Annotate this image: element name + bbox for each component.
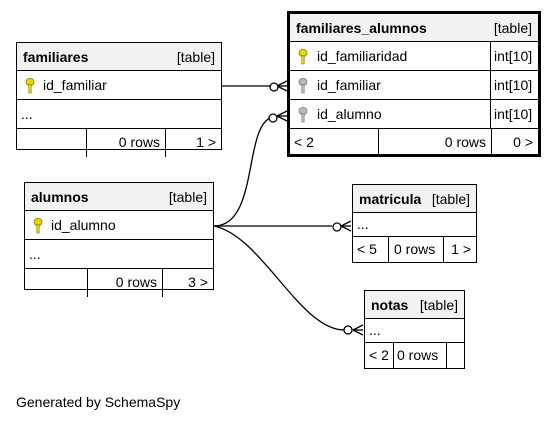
row-count: 0 rows	[86, 129, 165, 157]
zero-optional-icon	[343, 325, 353, 335]
row-count: 0 rows	[394, 343, 447, 368]
ellipsis: ...	[21, 106, 33, 122]
primary-key-icon	[25, 78, 35, 94]
parents-link[interactable]: < 5	[353, 237, 389, 262]
row-count: 0 rows	[87, 269, 162, 297]
column-name: id_familiaridad	[317, 48, 408, 64]
children-link[interactable]: 3 >	[162, 269, 213, 297]
table-footer: 0 rows 1 >	[17, 129, 221, 157]
column-row[interactable]: id_alumno int[10]	[290, 100, 538, 129]
table-familiares-alumnos[interactable]: familiares_alumnos [table] id_familiarid…	[287, 11, 541, 157]
column-name: id_alumno	[51, 217, 116, 233]
column-row[interactable]: id_familiar	[17, 71, 221, 100]
children-link[interactable]: 1 >	[451, 241, 471, 257]
table-header[interactable]: notas [table]	[365, 291, 464, 319]
crowfoot-icon	[352, 324, 364, 331]
table-name[interactable]: alumnos	[31, 189, 89, 205]
more-columns-row: ...	[365, 319, 464, 343]
table-kind: [table]	[431, 191, 470, 207]
more-columns-row: ...	[25, 240, 213, 269]
primary-key-icon	[33, 218, 43, 234]
table-notas[interactable]: notas [table] ... < 2 0 rows	[364, 290, 465, 369]
zero-optional-icon	[269, 82, 279, 92]
crowfoot-icon	[276, 115, 288, 122]
ellipsis: ...	[357, 216, 369, 232]
table-footer: < 5 0 rows 1 >	[353, 237, 476, 262]
table-name[interactable]: notas	[371, 297, 409, 313]
row-count: 0 rows	[389, 237, 444, 262]
table-name[interactable]: familiares	[23, 49, 89, 65]
crowfoot-icon	[276, 110, 288, 117]
table-alumnos[interactable]: alumnos [table] id_alumno ... 0 rows 3 >	[24, 182, 214, 297]
column-type: int[10]	[490, 100, 538, 128]
table-header[interactable]: alumnos [table]	[25, 183, 213, 211]
column-name: id_alumno	[317, 106, 382, 122]
table-footer: < 2 0 rows 0 >	[290, 129, 538, 157]
table-name[interactable]: matricula	[359, 191, 422, 207]
parents-link[interactable]: < 2	[290, 129, 379, 157]
table-header[interactable]: matricula [table]	[353, 185, 476, 213]
table-header[interactable]: familiares_alumnos [table]	[290, 14, 538, 42]
more-columns-row: ...	[353, 213, 476, 237]
table-matricula[interactable]: matricula [table] ... < 5 0 rows 1 >	[352, 184, 477, 263]
crowfoot-icon	[340, 225, 352, 232]
column-row[interactable]: id_familiaridad int[10]	[290, 42, 538, 71]
crowfoot-icon	[276, 85, 288, 92]
ellipsis: ...	[369, 322, 381, 338]
foreign-key-icon	[298, 107, 308, 123]
column-row[interactable]: id_familiar int[10]	[290, 71, 538, 100]
edge-alumnos-to-familiares-alumnos	[213, 117, 271, 227]
children-link[interactable]: 0 >	[513, 134, 533, 150]
table-header[interactable]: familiares [table]	[17, 43, 221, 71]
parents-link[interactable]: < 2	[365, 343, 394, 368]
more-columns-row: ...	[17, 100, 221, 129]
row-count: 0 rows	[379, 129, 492, 157]
table-kind: [table]	[493, 20, 532, 36]
table-footer: < 2 0 rows	[365, 343, 464, 368]
ellipsis: ...	[29, 246, 41, 262]
edge-alumnos-to-notas	[213, 225, 345, 331]
column-name: id_familiar	[317, 77, 381, 93]
crowfoot-icon	[340, 220, 352, 227]
column-name: id_familiar	[43, 77, 107, 93]
zero-optional-icon	[268, 113, 278, 123]
table-name[interactable]: familiares_alumnos	[296, 20, 427, 36]
table-familiares[interactable]: familiares [table] id_familiar ... 0 row…	[16, 42, 222, 157]
table-kind: [table]	[419, 297, 458, 313]
column-type: int[10]	[490, 71, 538, 99]
generated-by-credit: Generated by SchemaSpy	[16, 394, 181, 410]
crowfoot-icon	[352, 329, 364, 336]
table-kind: [table]	[168, 189, 207, 205]
table-kind: [table]	[176, 49, 215, 65]
children-link[interactable]: 1 >	[165, 129, 221, 157]
column-type: int[10]	[490, 42, 538, 70]
foreign-key-icon	[298, 78, 308, 94]
zero-optional-icon	[332, 222, 342, 232]
primary-key-icon	[298, 49, 308, 65]
table-footer: 0 rows 3 >	[25, 269, 213, 297]
crowfoot-icon	[276, 80, 288, 87]
column-row[interactable]: id_alumno	[25, 211, 213, 240]
